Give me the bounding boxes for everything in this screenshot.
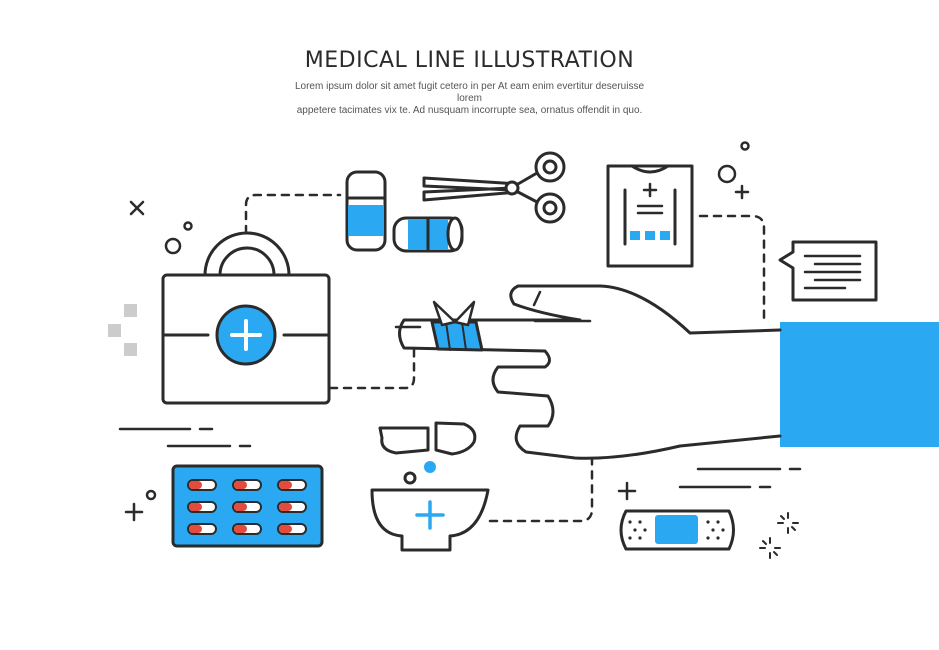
decorative-squares <box>108 304 137 356</box>
decorative-lines <box>118 427 802 489</box>
sleeve-cuff <box>780 322 939 447</box>
mortar-bowl-icon <box>370 421 490 552</box>
subtitle-line-2: appetere tacimates vix te. Ad nusquam in… <box>296 105 643 116</box>
sparkle-icon <box>759 512 799 559</box>
subtitle-line-1: Lorem ipsum dolor sit amet fugit cetero … <box>294 81 645 104</box>
pill-blister-pack-icon <box>171 464 324 548</box>
page-title: MEDICAL LINE ILLUSTRATION <box>304 48 635 73</box>
prescription-clipboard-icon <box>606 164 694 268</box>
scissors-icon <box>422 151 566 224</box>
first-aid-kit-icon <box>161 231 331 405</box>
page-subtitle: Lorem ipsum dolor sit amet fugit cetero … <box>290 81 650 117</box>
bandaged-finger-hand-icon <box>394 284 782 460</box>
adhesive-bandage-icon <box>619 509 735 551</box>
decorative-symbols <box>124 141 750 522</box>
header: MEDICAL LINE ILLUSTRATION Lorem ipsum do… <box>0 48 939 117</box>
dashed-connectors <box>244 193 766 523</box>
pill-bottles-icon <box>345 170 464 253</box>
chat-bubble-icon <box>778 240 878 302</box>
